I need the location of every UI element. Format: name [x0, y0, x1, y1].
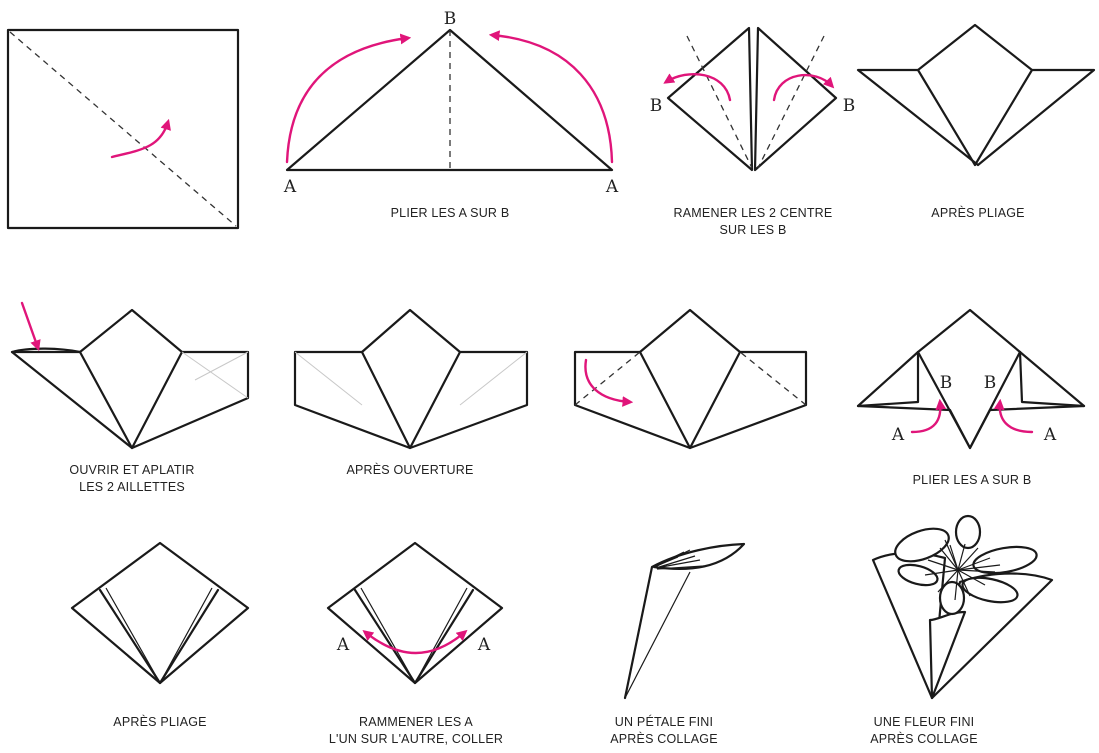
step-7-fold-corners [573, 308, 808, 450]
caption-line-1: RAMENER LES 2 CENTRE [673, 206, 833, 220]
label-a-right: A [1043, 425, 1057, 445]
step-6-caption: APRÈS OUVERTURE [340, 462, 480, 479]
fold-arrow-left [285, 33, 412, 164]
step-4-after-fold [856, 23, 1096, 167]
fold-arrow-left [663, 73, 732, 102]
fold-arrow [584, 358, 634, 407]
fold-arrow-left [910, 398, 947, 434]
caption-line-2: LES 2 AILLETTES [79, 480, 185, 494]
press-arrow [20, 301, 41, 352]
fold-arrow-right [488, 30, 614, 164]
label-a-right: A [477, 635, 491, 655]
step-2-caption: PLIER LES A SUR B [386, 205, 514, 222]
caption-line-1: UNE FLEUR FINI [873, 715, 975, 729]
label-b-left: B [940, 373, 953, 393]
step-6-after-opening [293, 308, 529, 450]
fold-arrow [110, 118, 171, 159]
label-a-left: A [891, 425, 905, 445]
step-9-after-fold [70, 541, 250, 685]
caption-line-2: L'UN SUR L'AUTRE, COLLER [328, 732, 504, 746]
bring-together-arrow [362, 629, 468, 655]
step-3-caption: RAMENER LES 2 CENTRE SUR LES B [657, 205, 849, 239]
label-b-right: B [843, 96, 856, 116]
step-2-triangle: B A A [283, 9, 619, 197]
caption-line-1: RAMMENER LES A [359, 715, 473, 729]
label-b: B [444, 9, 457, 29]
caption-line-2: APRÈS COLLAGE [610, 732, 718, 746]
step-5-open-flatten [10, 301, 250, 450]
caption-text: APRÈS OUVERTURE [346, 463, 474, 477]
step-8-fold-a-on-b: B B A A [856, 308, 1086, 450]
label-a-right: A [605, 177, 619, 197]
step-1-square [6, 28, 240, 230]
step-10-bring-a-together: A A [326, 541, 504, 685]
fold-arrow-right [772, 73, 835, 102]
caption-text: APRÈS PLIAGE [113, 715, 207, 729]
label-a-left: A [336, 635, 350, 655]
step-12-caption: UNE FLEUR FINI APRÈS COLLAGE [860, 714, 988, 748]
step-3-diamond: B B [650, 26, 856, 172]
label-a-left: A [283, 177, 297, 197]
label-b-right: B [984, 373, 997, 393]
caption-line-2: SUR LES B [719, 223, 787, 237]
step-11-caption: UN PÉTALE FINI APRÈS COLLAGE [600, 714, 728, 748]
step-9-caption: APRÈS PLIAGE [96, 714, 224, 731]
step-4-caption: APRÈS PLIAGE [914, 205, 1042, 222]
step-11-petal [623, 542, 746, 700]
caption-line-1: UN PÉTALE FINI [614, 715, 714, 729]
step-8-caption: PLIER LES A SUR B [900, 472, 1044, 489]
step-10-caption: RAMMENER LES A L'UN SUR L'AUTRE, COLLER [320, 714, 512, 748]
caption-text: APRÈS PLIAGE [931, 206, 1025, 220]
caption-line-2: APRÈS COLLAGE [870, 732, 978, 746]
fold-arrow-right [993, 398, 1034, 434]
caption-text: PLIER LES A SUR B [390, 206, 510, 220]
step-12-flower [871, 514, 1054, 700]
caption-text: PLIER LES A SUR B [912, 473, 1032, 487]
caption-line-1: OUVRIR ET APLATIR [69, 463, 195, 477]
step-5-caption: OUVRIR ET APLATIR LES 2 AILLETTES [52, 462, 212, 496]
label-b-left: B [650, 96, 663, 116]
